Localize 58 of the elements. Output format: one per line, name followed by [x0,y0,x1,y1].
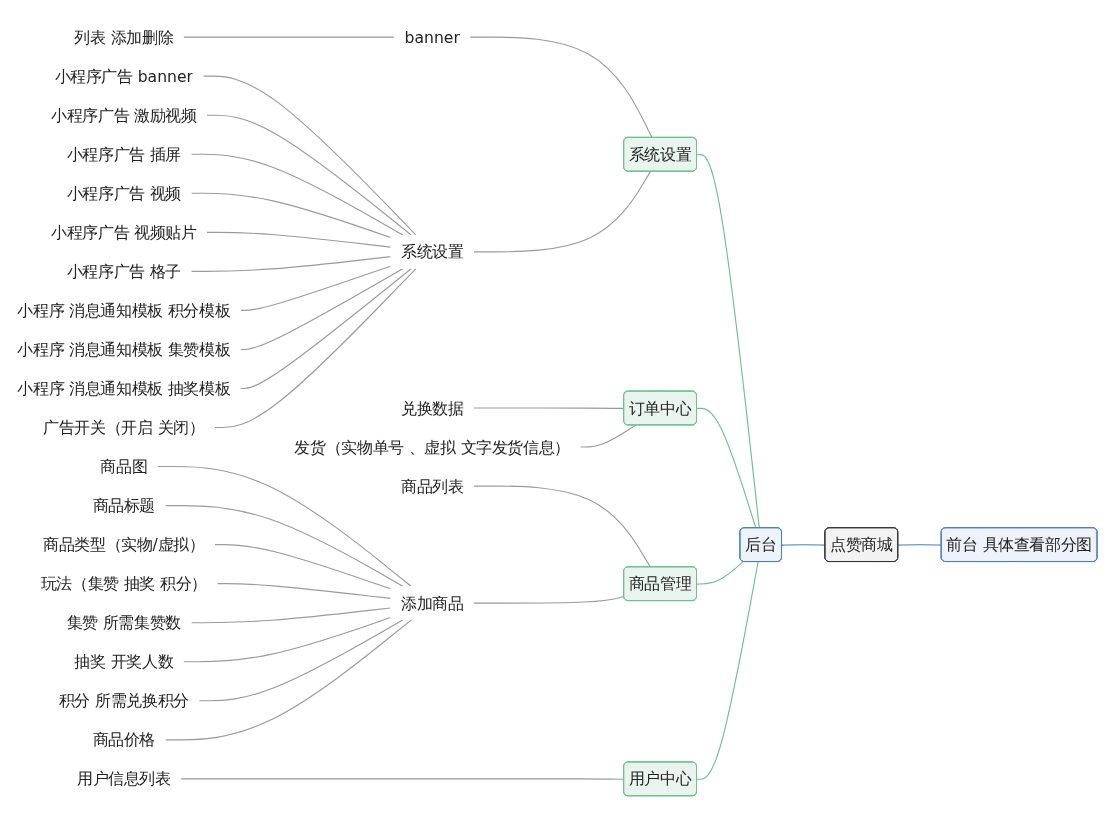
connector [216,583,392,599]
node-text: 小程序广告 激励视频 [51,106,197,125]
connector [240,265,392,311]
connector [206,231,392,248]
node-text: 列表 添加删除 [74,28,174,47]
connector [696,407,757,529]
node-text: 小程序广告 banner [54,67,193,86]
connector [473,485,651,568]
connector [696,561,744,585]
connector [202,75,417,236]
connector [190,256,392,272]
connector [164,619,412,741]
connector [214,268,417,429]
node-text: 小程序广告 视频 [66,184,181,203]
connector [473,407,625,409]
node-text: 积分 所需兑换积分 [58,691,189,710]
node-text: 广告开关（开启 关闭） [43,418,205,437]
connector [240,268,412,390]
node-text: 小程序广告 插屏 [66,145,181,164]
connector [579,424,636,448]
node-text: 小程序 消息通知模板 抽奖模板 [17,379,231,398]
node-text: banner [404,28,460,47]
connector [473,595,625,604]
connector [240,268,404,350]
node-text: 小程序 消息通知模板 集赞模板 [17,340,231,359]
connector [180,778,625,780]
node-text: 商品类型（实物/虚拟） [43,535,205,554]
connector [696,154,760,529]
connector [696,561,759,780]
node-text: 玩法（集赞 抽奖 积分） [40,574,207,593]
node-text: 小程序广告 格子 [66,262,181,281]
connector [164,505,404,587]
connector [469,36,653,139]
connector [206,114,412,236]
connector [190,192,392,239]
node-text: 商品价格 [92,730,156,749]
node-text: 兑换数据 [400,398,464,418]
node-text: 系统设置 [400,242,464,261]
connector [183,617,392,663]
node-text: 小程序广告 视频贴片 [51,223,197,242]
connector [183,36,395,38]
node-text: 集赞 所需集赞数 [66,613,181,632]
node-text: 抽奖 开奖人数 [74,652,174,671]
connector [214,544,392,590]
node-text: 添加商品 [400,594,464,613]
node-text: 用户信息列表 [76,769,171,788]
connector [897,544,943,546]
connector [157,466,412,587]
connector [190,607,392,624]
node-text: 商品标题 [92,496,156,515]
node-text: 商品图 [100,457,148,476]
connector [190,153,404,236]
connector [473,171,651,253]
connector [198,619,404,702]
node-text: 商品列表 [400,476,464,496]
node-text: 小程序 消息通知模板 积分模板 [17,301,231,320]
node-text: 发货（实物单号 、虚拟 文字发货信息） [294,437,570,457]
connector [781,544,826,546]
